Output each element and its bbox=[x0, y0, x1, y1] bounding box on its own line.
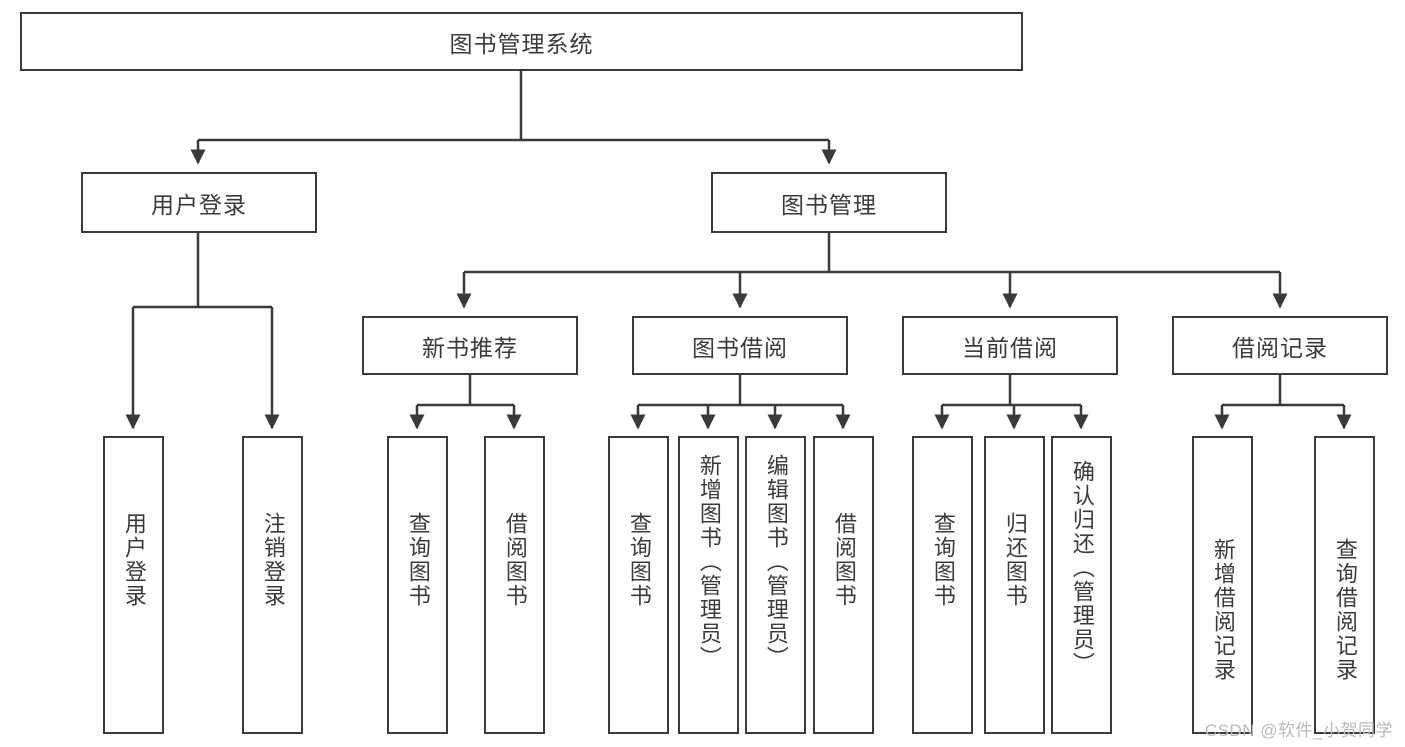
node-leaf-query-borrow-record[interactable]: 查询借阅记录 bbox=[1314, 436, 1375, 734]
node-current-borrow-label: 当前借阅 bbox=[962, 334, 1058, 361]
node-root[interactable]: 图书管理系统 bbox=[20, 12, 1023, 71]
node-leaf-query-book-1-label: 查询图书 bbox=[405, 512, 431, 608]
watermark-text: CSDN @软件_小贺同学 bbox=[1204, 721, 1393, 740]
node-leaf-edit-book-admin-label: 编辑图书（管理员） bbox=[763, 454, 789, 670]
node-leaf-query-book-3-label: 查询图书 bbox=[930, 512, 956, 608]
node-leaf-query-book-1[interactable]: 查询图书 bbox=[387, 436, 448, 734]
node-new-book-recommend-label: 新书推荐 bbox=[422, 334, 518, 361]
node-new-book-recommend[interactable]: 新书推荐 bbox=[362, 316, 578, 375]
node-leaf-user-login[interactable]: 用户登录 bbox=[103, 436, 164, 734]
node-current-borrow[interactable]: 当前借阅 bbox=[902, 316, 1118, 375]
node-leaf-user-logout[interactable]: 注销登录 bbox=[242, 436, 303, 734]
node-user-login-label: 用户登录 bbox=[151, 191, 247, 218]
node-borrow-record-label: 借阅记录 bbox=[1232, 334, 1328, 361]
node-leaf-borrow-book-1-label: 借阅图书 bbox=[502, 512, 528, 608]
node-leaf-query-book-2[interactable]: 查询图书 bbox=[608, 436, 669, 734]
node-leaf-add-borrow-record-label: 新增借阅记录 bbox=[1210, 538, 1236, 682]
node-leaf-user-logout-label: 注销登录 bbox=[260, 512, 286, 608]
node-borrow-record[interactable]: 借阅记录 bbox=[1172, 316, 1388, 375]
node-leaf-add-book-admin-label: 新增图书（管理员） bbox=[696, 454, 722, 670]
node-book-manage[interactable]: 图书管理 bbox=[711, 172, 947, 233]
node-leaf-borrow-book-2-label: 借阅图书 bbox=[831, 512, 857, 608]
node-leaf-confirm-return-admin[interactable]: 确认归还（管理员） bbox=[1051, 436, 1112, 734]
node-leaf-confirm-return-admin-label: 确认归还（管理员） bbox=[1069, 460, 1095, 676]
node-root-label: 图书管理系统 bbox=[449, 30, 594, 57]
node-user-login[interactable]: 用户登录 bbox=[81, 172, 317, 233]
node-leaf-query-book-2-label: 查询图书 bbox=[626, 512, 652, 608]
node-leaf-query-borrow-record-label: 查询借阅记录 bbox=[1332, 538, 1358, 682]
node-book-manage-label: 图书管理 bbox=[781, 191, 877, 218]
node-leaf-user-login-label: 用户登录 bbox=[121, 512, 147, 608]
node-leaf-add-borrow-record[interactable]: 新增借阅记录 bbox=[1192, 436, 1253, 734]
node-leaf-add-book-admin[interactable]: 新增图书（管理员） bbox=[678, 436, 739, 734]
node-book-borrow-label: 图书借阅 bbox=[692, 334, 788, 361]
node-book-borrow[interactable]: 图书借阅 bbox=[632, 316, 848, 375]
node-leaf-borrow-book-1[interactable]: 借阅图书 bbox=[484, 436, 545, 734]
node-leaf-query-book-3[interactable]: 查询图书 bbox=[912, 436, 973, 734]
node-leaf-return-book[interactable]: 归还图书 bbox=[984, 436, 1045, 734]
node-leaf-return-book-label: 归还图书 bbox=[1002, 512, 1028, 608]
node-leaf-borrow-book-2[interactable]: 借阅图书 bbox=[813, 436, 874, 734]
node-leaf-edit-book-admin[interactable]: 编辑图书（管理员） bbox=[745, 436, 806, 734]
